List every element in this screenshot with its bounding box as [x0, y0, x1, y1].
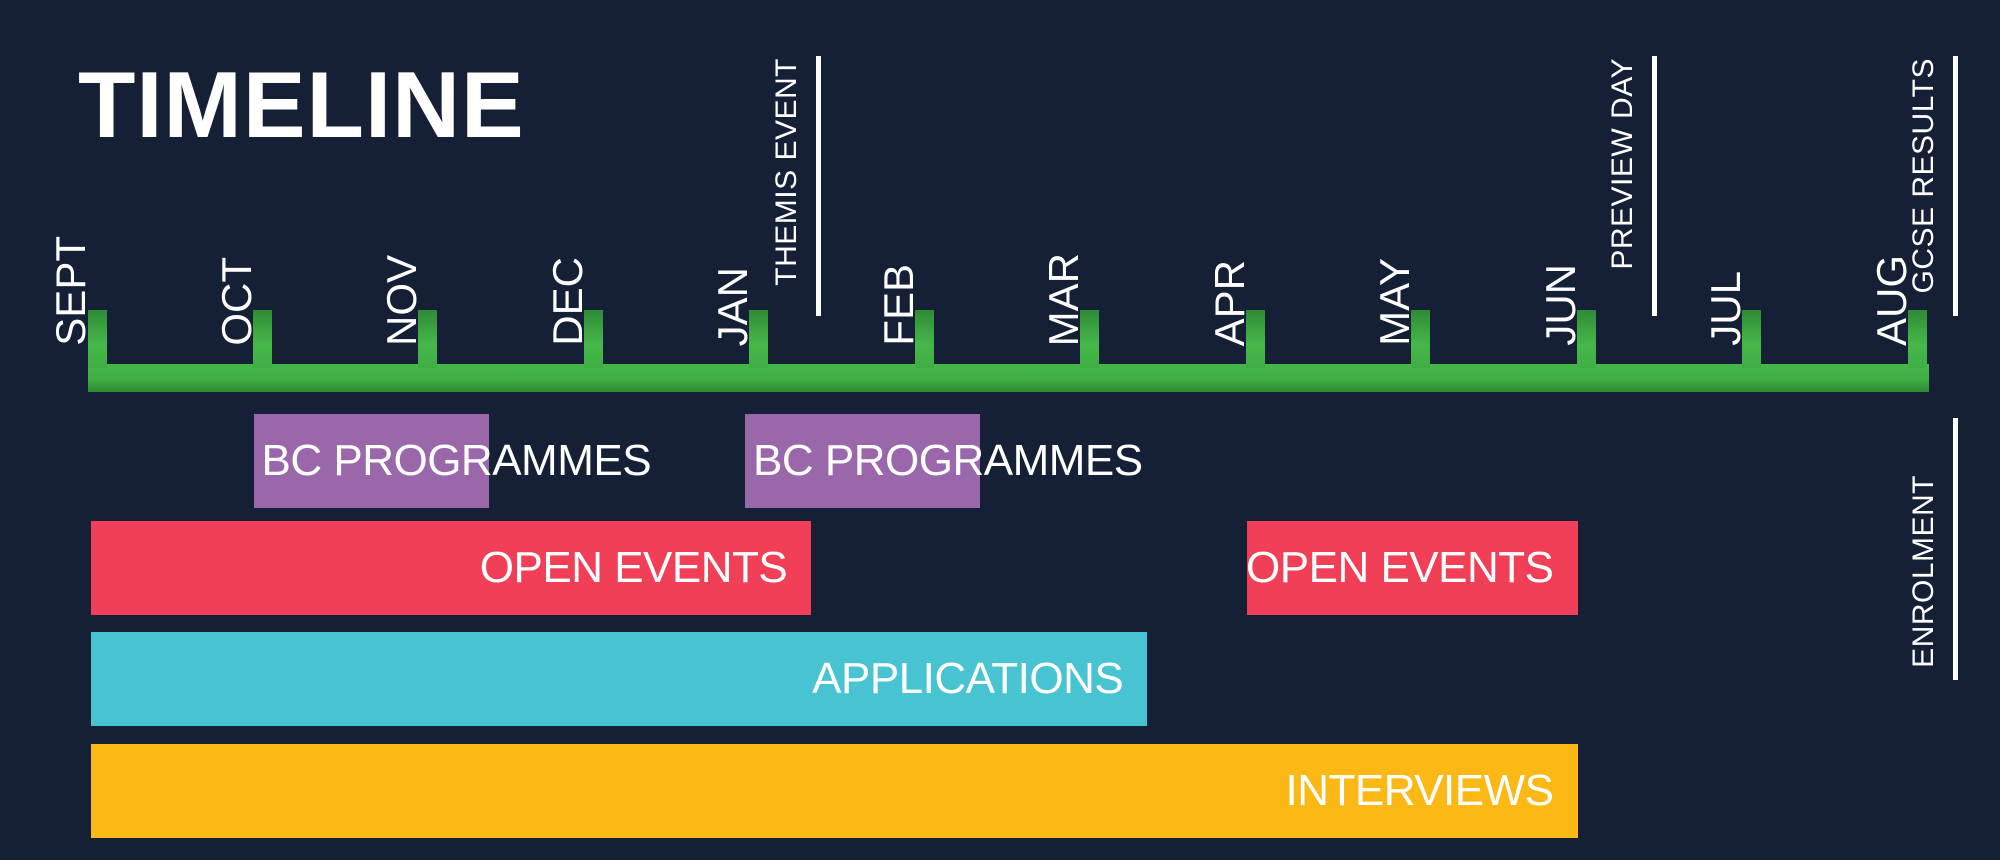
month-label-jan: JAN: [709, 266, 756, 346]
axis-tick-may: [1411, 310, 1430, 368]
event-label: GCSE RESULTS: [1906, 58, 1940, 294]
activity-band-open-events: [91, 521, 812, 615]
axis-tick-apr: [1245, 310, 1265, 368]
activity-band-interviews: [91, 744, 1578, 838]
axis-tick-feb: [914, 310, 934, 368]
axis-tick-jan: [749, 310, 768, 368]
event-marker-line: [1952, 56, 1958, 316]
activity-band-applications: [91, 632, 1148, 726]
enrolment-label: ENROLMENT: [1906, 475, 1940, 668]
activity-label: OPEN EVENTS: [1246, 543, 1554, 592]
event-marker-line: [815, 56, 821, 316]
activity-band-open-events: [1246, 521, 1578, 615]
activity-band-bc-programmes: [253, 414, 489, 508]
month-label-dec: DEC: [543, 257, 591, 346]
axis-tick-nov: [418, 310, 437, 368]
event-marker-line: [1651, 56, 1657, 316]
month-label-mar: MAR: [1040, 252, 1087, 346]
month-label-may: MAY: [1371, 258, 1418, 346]
axis-tick-jul: [1742, 310, 1761, 368]
event-label: PREVIEW DAY: [1605, 58, 1639, 270]
activity-band-bc-programmes: [745, 414, 981, 508]
axis-tick-mar: [1080, 310, 1099, 368]
enrolment-marker-line: [1952, 418, 1958, 680]
axis-tick-oct: [252, 310, 272, 368]
timeline-axis: [88, 364, 1929, 392]
month-label-jul: JUL: [1702, 271, 1749, 346]
month-label-nov: NOV: [378, 254, 425, 346]
activity-label: BC PROGRAMMES: [261, 436, 652, 485]
month-label-oct: OCT: [212, 257, 260, 346]
activity-label: BC PROGRAMMES: [753, 436, 1143, 485]
activity-label: INTERVIEWS: [1285, 766, 1554, 815]
axis-tick-sept: [88, 310, 107, 368]
month-label-jun: JUN: [1536, 264, 1584, 346]
activity-label: OPEN EVENTS: [479, 543, 788, 592]
axis-tick-dec: [583, 310, 603, 368]
month-label-apr: APR: [1205, 259, 1253, 346]
axis-tick-jun: [1576, 310, 1596, 368]
month-label-sept: SEPT: [47, 236, 94, 346]
axis-tick-aug: [1907, 310, 1927, 368]
event-label: THEMIS EVENT: [769, 58, 803, 286]
page-title: TIMELINE: [78, 52, 525, 157]
month-label-feb: FEB: [874, 264, 922, 346]
activity-label: APPLICATIONS: [812, 654, 1124, 703]
